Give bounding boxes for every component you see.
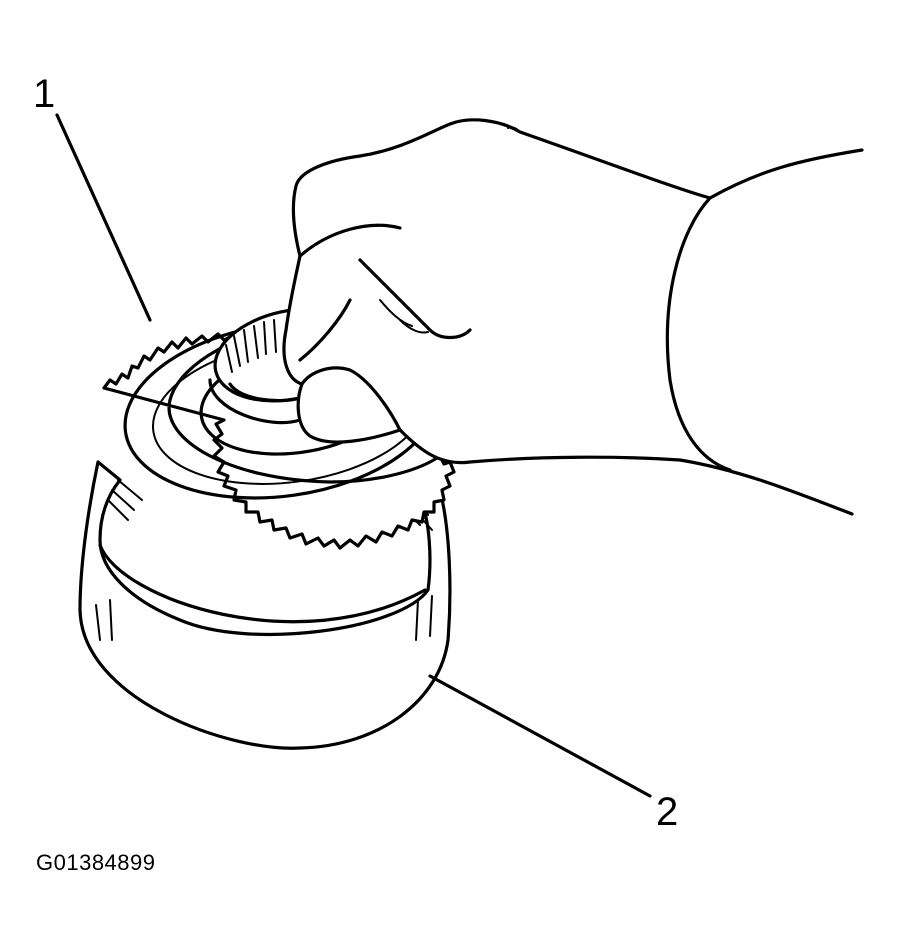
callout-label-2: 2 [656,790,679,834]
leader-line-2 [428,674,652,798]
leader-line-1 [55,113,152,322]
figure-id: G01384899 [36,850,156,875]
leader-lines [55,113,652,798]
callout-label-1: 1 [33,72,56,116]
hand [282,118,864,516]
